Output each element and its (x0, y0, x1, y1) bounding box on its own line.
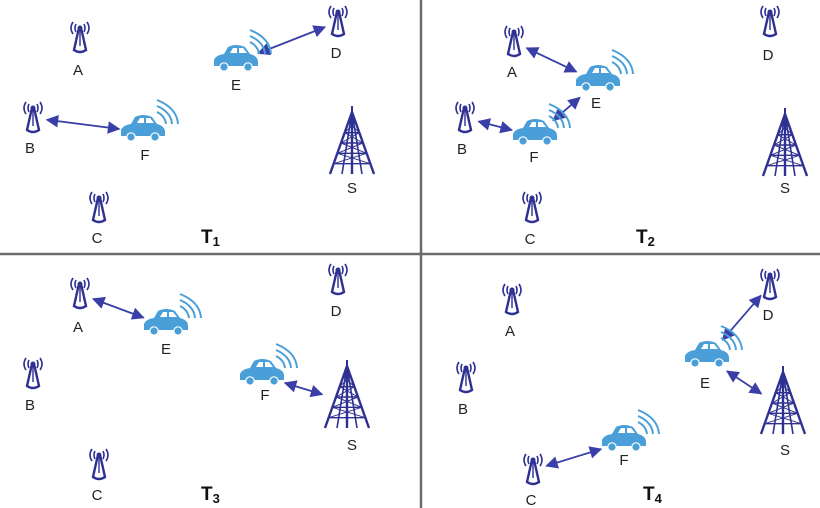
link-e-d (257, 25, 327, 55)
antenna-icon (502, 283, 522, 316)
link-c-f (545, 446, 603, 469)
antenna-icon (328, 263, 348, 296)
car-icon (240, 343, 298, 386)
node-label-c: C (526, 492, 537, 508)
panel-title-subscript: 4 (655, 491, 663, 506)
link-d-e (721, 294, 762, 341)
node-label-a: A (505, 323, 515, 340)
node-label-s: S (347, 437, 357, 454)
cell-tower-icon (323, 360, 371, 429)
node-label-b: B (25, 140, 35, 157)
cell-tower-icon (761, 108, 809, 177)
antenna-icon (760, 268, 780, 301)
node-label-e: E (161, 341, 171, 358)
antenna-icon (328, 5, 348, 38)
node-label-d: D (763, 307, 774, 324)
node-label-c: C (92, 230, 103, 247)
panel-t4: A B C D E F S T4 (456, 268, 807, 508)
link-b-f (477, 118, 513, 134)
antenna-icon (455, 101, 475, 134)
link-a-e (525, 47, 578, 73)
node-label-s: S (780, 180, 790, 197)
panel-t1: A B C D E F S T1 (23, 5, 376, 249)
node-label-b: B (457, 141, 467, 158)
antenna-icon (70, 21, 90, 54)
node-label-f: F (260, 387, 269, 404)
panel-title: T4 (643, 484, 663, 506)
antenna-icon (89, 448, 109, 481)
car-icon (576, 49, 634, 92)
antenna-icon (23, 101, 43, 134)
node-label-d: D (331, 303, 342, 320)
antenna-icon (456, 361, 476, 394)
antenna-icon (523, 453, 543, 486)
panel-title-subscript: 3 (213, 491, 220, 506)
link-b-f (45, 114, 121, 134)
node-label-f: F (140, 147, 149, 164)
node-label-b: B (458, 401, 468, 418)
panel-title-subscript: 2 (648, 234, 655, 249)
panel-title: T1 (201, 227, 220, 249)
antenna-icon (23, 357, 43, 390)
link-f-s (283, 380, 324, 398)
antenna-icon (522, 191, 542, 224)
panel-t3: A B C D E F S T3 (23, 263, 371, 506)
link-a-e (91, 296, 145, 320)
node-label-e: E (591, 95, 601, 112)
car-icon (513, 103, 571, 146)
node-label-s: S (780, 442, 790, 459)
node-label-c: C (525, 231, 536, 248)
cell-tower-icon (759, 366, 807, 435)
car-icon (685, 325, 743, 368)
car-icon (144, 293, 202, 336)
panel-title-letter: T (643, 484, 655, 505)
panel-title-letter: T (636, 227, 648, 248)
node-label-c: C (92, 487, 103, 504)
panel-title-letter: T (201, 227, 213, 248)
panel-title: T2 (636, 227, 655, 249)
cell-tower-icon (328, 106, 376, 175)
antenna-icon (760, 5, 780, 38)
panel-title-subscript: 1 (213, 234, 220, 249)
antenna-icon (89, 191, 109, 224)
node-label-f: F (529, 149, 538, 166)
antenna-icon (504, 25, 524, 58)
node-label-s: S (347, 180, 357, 197)
car-icon (214, 29, 272, 72)
node-label-f: F (619, 452, 628, 469)
node-label-d: D (331, 45, 342, 62)
car-icon (602, 409, 660, 452)
link-e-s (725, 370, 763, 395)
node-label-a: A (73, 319, 83, 336)
node-label-a: A (507, 64, 517, 81)
antenna-icon (70, 277, 90, 310)
car-icon (121, 99, 179, 142)
node-label-d: D (763, 47, 774, 64)
panel-t2: A B C D E F S T2 (455, 5, 809, 249)
node-label-b: B (25, 397, 35, 414)
node-label-e: E (231, 77, 241, 94)
node-label-e: E (700, 375, 710, 392)
panel-title-letter: T (201, 484, 213, 505)
panel-title: T3 (201, 484, 220, 506)
node-label-a: A (73, 62, 83, 79)
